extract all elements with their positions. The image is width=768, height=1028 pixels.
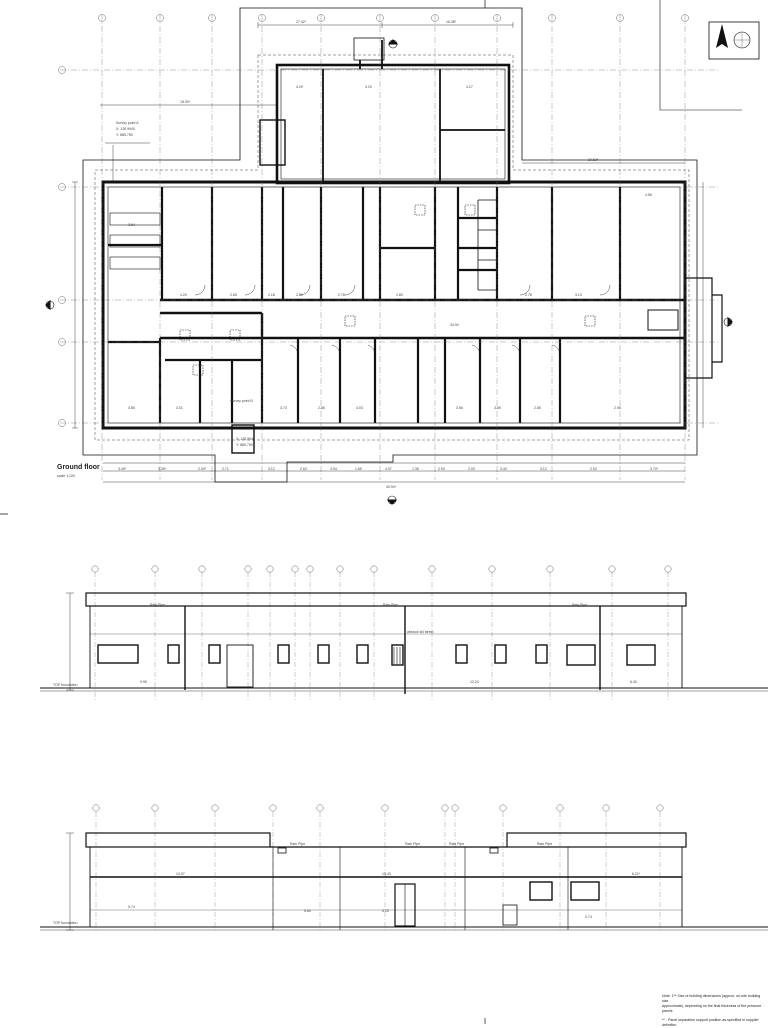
dim-label: 3.70*: [650, 467, 659, 471]
elevation-1-dim-3: 6.40: [630, 680, 637, 684]
elevation-2-facade: [89, 846, 683, 928]
left-dim: 18.30*: [180, 100, 191, 104]
survey-point-line-2: X: 128.9940: [116, 127, 135, 131]
dim-label: 3.39*: [158, 467, 167, 471]
elevation-2-level: TOP foundation: [53, 921, 77, 925]
room-dim: 2.89: [296, 293, 303, 297]
title-frame: [659, 0, 742, 111]
top-dim-1: 27.42*: [296, 20, 307, 24]
general-note: Note: 1** Size of building dimensions (a…: [662, 994, 762, 1028]
dim-label: 3.49*: [118, 467, 127, 471]
room-dim: 4.56: [645, 193, 652, 197]
elevation-1-level: TOP foundation: [53, 683, 77, 687]
room-dim: 3.13: [575, 293, 582, 297]
dim-label: 2.00: [468, 467, 475, 471]
survey-point-b-line-3: Y: 885.750: [236, 443, 253, 447]
room-dim: 4.27: [466, 85, 473, 89]
dim-label: 3.94: [330, 467, 337, 471]
corridor-walls: [160, 298, 685, 340]
top-dim-2: 16.38*: [446, 20, 457, 24]
survey-point-line-3: Y: 885.750: [116, 133, 133, 137]
survey-point-line-1: Survey point A: [116, 121, 139, 125]
upper-partitions: [108, 187, 622, 300]
elevation-1-rain-pipe-3: Rain Pipe: [572, 603, 587, 607]
room-dim: 4.03: [356, 406, 363, 410]
room-dim: 3.89: [494, 406, 501, 410]
room-dim: 4.29: [296, 85, 303, 89]
room-dim: 3.73: [280, 406, 287, 410]
plan-scale: scale 1:100: [57, 474, 75, 478]
elevation-1-rain-pipe-2: Rain Pipe: [383, 603, 398, 607]
room-dim: 2.85: [534, 406, 541, 410]
elevation-2-rain-pipe-1: Rain Pipe: [290, 842, 305, 846]
dim-label: 3.12: [268, 467, 275, 471]
room-dim: 3.56: [456, 406, 463, 410]
note-line-2: approximate), depending on the final thi…: [662, 1004, 762, 1013]
elevation-2-dim-6: 5.25: [382, 909, 389, 913]
survey-point-b-line-2: X: 128.9940: [236, 437, 255, 441]
dim-label: 2.00*: [198, 467, 207, 471]
dim-label: 1.65: [355, 467, 362, 471]
elevation-1-rain-pipe-1: Rain Pipe: [150, 603, 165, 607]
room-dim: 2.78: [525, 293, 532, 297]
dim-label: 3.12: [540, 467, 547, 471]
north-arrow-icon: [716, 24, 728, 48]
entrance-vestibule: [231, 424, 255, 454]
dim-label: 2.90: [438, 467, 445, 471]
elevation-1-window-sill: window sill street: [407, 630, 433, 634]
corridor-dim: 34.94: [450, 323, 459, 327]
room-dim: 2.80: [396, 293, 403, 297]
dim-label: 2.63: [300, 467, 307, 471]
dim-label: 1.36: [412, 467, 419, 471]
note-line-1: Note: 1** Size of building dimensions (a…: [662, 994, 761, 1003]
elevation-2-rain-pipe-4: Rain Pipe: [537, 842, 552, 846]
elevation-2-dim-5: 5.65: [304, 909, 311, 913]
room-dimension-labels: 3.54 4.20 2.65 2.18 2.89 2.78 2.80 2.78 …: [128, 85, 652, 410]
elevation-2: [40, 804, 768, 932]
room-dim: 2.65: [230, 293, 237, 297]
elevation-2-dim-3: 6.21*: [632, 872, 641, 876]
plan-title: Ground floor: [57, 464, 100, 471]
room-dim: 2.78: [338, 293, 345, 297]
dim-label: 2.92: [590, 467, 597, 471]
bottom-total-dim: 40.94*: [386, 485, 397, 489]
note-line-3: ** - Panel separation support position a…: [662, 1018, 759, 1027]
dim-label: 4.07: [385, 467, 392, 471]
elevation-2-dim-1: 10.97: [176, 872, 185, 876]
dim-label: 2.71: [222, 467, 229, 471]
room-dim: 4.20: [180, 293, 187, 297]
room-dim: 3.54: [128, 223, 135, 227]
elevation-2-dim-7: 0.74: [585, 915, 592, 919]
elevation-1-dim-1: 9.95: [140, 680, 147, 684]
lower-partitions: [108, 338, 562, 423]
elevation-2-rain-pipe-3: Rain Pipe: [449, 842, 464, 846]
north-wing-walls: [275, 63, 511, 185]
main-body-walls: [101, 180, 687, 430]
room-dim: 2.18: [268, 293, 275, 297]
dashed-boundary: [94, 54, 690, 441]
bottom-dimensions: 3.49* 3.39* 2.00* 2.71 3.12 2.63 3.94 1.…: [118, 467, 659, 471]
right-dim: 30.52*: [588, 158, 599, 162]
elevation-1: [40, 565, 768, 700]
elevation-2-dim-4: 0.74: [128, 905, 135, 909]
plan-outline: [82, 7, 698, 483]
room-dim: 2.99: [614, 406, 621, 410]
elevation-1-dim-2: 12.24: [470, 680, 479, 684]
north-block: [708, 21, 760, 60]
elevation-2-parapet-left: [85, 832, 271, 848]
elevation-2-dim-2: 13.43: [382, 872, 391, 876]
dim-label: 3.40: [500, 467, 507, 471]
room-dim: 2.86: [318, 406, 325, 410]
survey-point-b-line-1: Survey point B: [230, 399, 253, 403]
room-dim: 3.20: [365, 85, 372, 89]
room-dim: 3.01: [176, 406, 183, 410]
room-dim: 3.85: [128, 406, 135, 410]
elevation-2-rain-pipe-2: Rain Pipe: [405, 842, 420, 846]
elevation-2-parapet-right: [506, 832, 687, 848]
